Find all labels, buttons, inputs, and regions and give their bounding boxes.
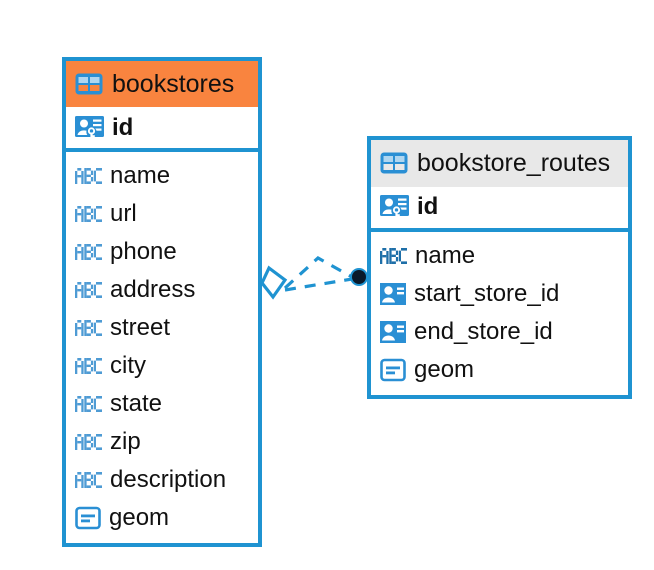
relationship-diamond-marker xyxy=(260,265,288,300)
field-row[interactable]: name xyxy=(371,237,628,275)
field-list-bookstores: name xyxy=(66,152,258,543)
abc-text-icon xyxy=(75,168,102,184)
field-row[interactable]: description xyxy=(66,461,258,499)
entity-name-label: bookstore_routes xyxy=(417,148,611,177)
field-row[interactable]: phone xyxy=(66,233,258,271)
primary-key-icon xyxy=(75,115,105,141)
primary-key-label: id xyxy=(417,193,439,221)
abc-text-icon xyxy=(75,396,102,412)
field-list-bookstore-routes: name start_store_id xyxy=(371,232,628,395)
geometry-icon xyxy=(380,358,406,382)
field-row[interactable]: city xyxy=(66,347,258,385)
field-label: description xyxy=(110,466,227,493)
abc-text-icon xyxy=(75,320,102,336)
abc-text-icon xyxy=(380,248,407,264)
field-label: zip xyxy=(110,428,141,455)
abc-text-icon xyxy=(75,434,102,450)
entity-bookstore-routes[interactable]: bookstore_routes xyxy=(367,136,632,399)
entity-header-bookstore-routes[interactable]: bookstore_routes xyxy=(371,140,628,187)
field-label: end_store_id xyxy=(414,318,553,345)
abc-text-icon xyxy=(75,206,102,222)
field-row[interactable]: start_store_id xyxy=(371,275,628,313)
field-label: address xyxy=(110,276,196,303)
abc-text-icon xyxy=(75,244,102,260)
entity-name-label: bookstores xyxy=(112,69,235,98)
field-row[interactable]: address xyxy=(66,271,258,309)
field-row[interactable]: zip xyxy=(66,423,258,461)
relationship-circle-marker xyxy=(350,268,368,286)
field-row[interactable]: geom xyxy=(371,351,628,389)
abc-text-icon xyxy=(75,472,102,488)
field-row[interactable]: state xyxy=(66,385,258,423)
entity-bookstores[interactable]: bookstores xyxy=(62,57,262,547)
field-row[interactable]: name xyxy=(66,157,258,195)
abc-text-icon xyxy=(75,282,102,298)
field-label: geom xyxy=(414,356,475,383)
foreign-key-icon xyxy=(380,320,406,344)
field-label: phone xyxy=(110,238,177,265)
relationship-line-upper xyxy=(283,256,353,290)
table-icon xyxy=(75,73,103,95)
field-label: city xyxy=(110,352,146,379)
table-icon xyxy=(380,152,408,174)
field-label: name xyxy=(415,242,476,269)
abc-text-icon xyxy=(75,358,102,374)
entity-header-bookstores[interactable]: bookstores xyxy=(66,61,258,108)
field-label: name xyxy=(110,162,171,189)
field-row[interactable]: end_store_id xyxy=(371,313,628,351)
primary-key-row-bookstores[interactable]: id xyxy=(66,107,258,152)
field-label: geom xyxy=(109,504,170,531)
field-row[interactable]: url xyxy=(66,195,258,233)
primary-key-row-bookstore-routes[interactable]: id xyxy=(371,186,628,232)
foreign-key-icon xyxy=(380,282,406,306)
primary-key-icon xyxy=(380,194,410,220)
geometry-icon xyxy=(75,506,101,530)
field-label: state xyxy=(110,390,163,417)
field-label: start_store_id xyxy=(414,280,560,307)
primary-key-label: id xyxy=(112,113,134,141)
field-label: street xyxy=(110,314,171,341)
field-row[interactable]: geom xyxy=(66,499,258,537)
field-label: url xyxy=(110,200,137,227)
relationship-line-lower xyxy=(284,277,353,292)
field-row[interactable]: street xyxy=(66,309,258,347)
